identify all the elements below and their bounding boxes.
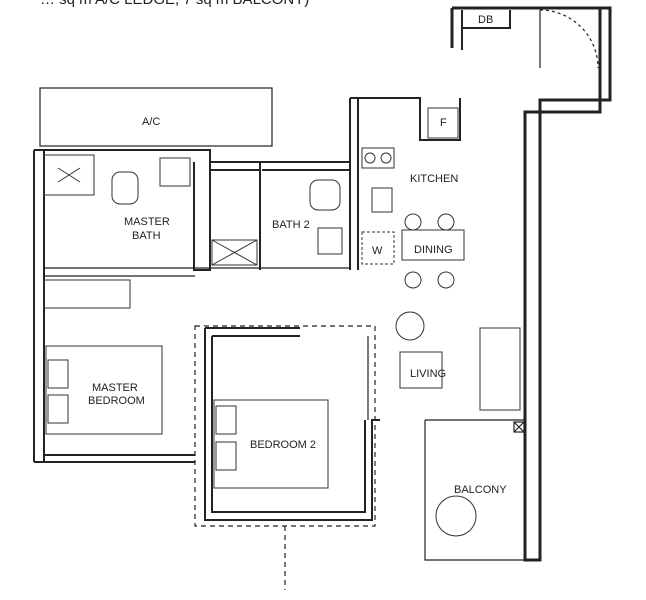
label-master-bath-2: BATH bbox=[132, 230, 161, 242]
balcony-table bbox=[435, 495, 477, 537]
plan-header-text: … sq m A/C LEDGE, 7 sq m BALCONY) bbox=[40, 0, 309, 8]
kitchen-sink bbox=[371, 187, 393, 213]
label-master-bath-1: MASTER bbox=[124, 216, 170, 228]
label-kitchen: KITCHEN bbox=[410, 173, 458, 185]
stove bbox=[361, 147, 395, 169]
master-bed bbox=[45, 345, 163, 435]
armchair bbox=[395, 311, 425, 341]
sink-bath2 bbox=[317, 227, 343, 255]
fixtures bbox=[43, 107, 521, 537]
label-balcony: BALCONY bbox=[454, 484, 507, 496]
sink bbox=[159, 157, 191, 187]
wardrobe bbox=[43, 279, 131, 309]
sofa bbox=[479, 327, 521, 411]
label-master-bedroom-2: BEDROOM bbox=[88, 395, 145, 407]
shower-bath2 bbox=[211, 239, 258, 266]
toilet-bath2 bbox=[309, 179, 341, 211]
washer bbox=[361, 231, 395, 265]
label-ac: A/C bbox=[142, 116, 160, 128]
shower bbox=[43, 154, 95, 196]
label-w: W bbox=[372, 245, 383, 257]
label-master-bedroom-1: MASTER bbox=[92, 382, 138, 394]
label-bedroom-2: BEDROOM 2 bbox=[250, 439, 316, 451]
label-db: DB bbox=[478, 14, 493, 26]
label-fridge: F bbox=[440, 117, 447, 129]
coffee-table bbox=[399, 351, 443, 389]
toilet bbox=[111, 171, 139, 205]
room-labels: DB A/C F KITCHEN MASTER BATH BATH 2 W DI… bbox=[88, 14, 507, 496]
dining-table bbox=[401, 229, 465, 261]
label-bath-2: BATH 2 bbox=[272, 219, 310, 231]
bed-2 bbox=[213, 399, 329, 489]
walls bbox=[33, 6, 612, 590]
label-living: LIVING bbox=[410, 368, 446, 380]
label-dining: DINING bbox=[414, 244, 453, 256]
